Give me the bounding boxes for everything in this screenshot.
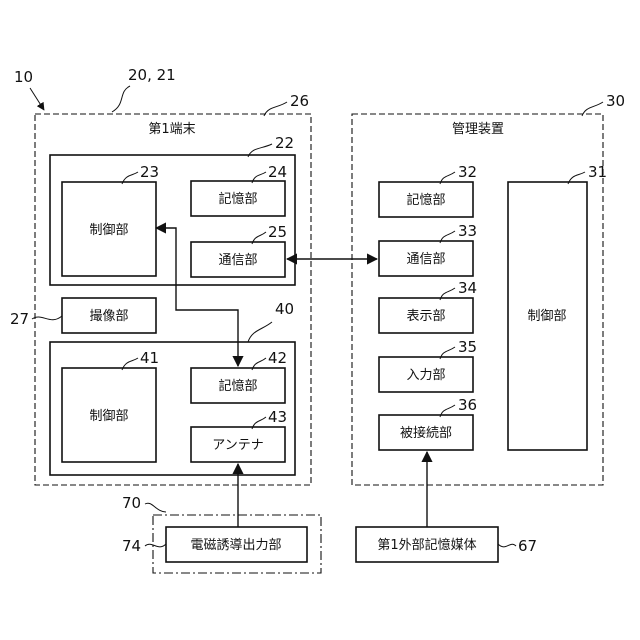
memory-unit-24: 記憶部 24	[191, 163, 287, 216]
svg-text:被接続部: 被接続部	[400, 425, 452, 441]
svg-text:制御部: 制御部	[527, 309, 566, 324]
connected-unit-36: 被接続部 36	[379, 396, 477, 450]
svg-text:32: 32	[458, 163, 477, 181]
comm-unit-25: 通信部 25	[191, 223, 287, 277]
em-induction-output-74: 電磁誘導出力部 74	[122, 527, 307, 562]
svg-text:通信部: 通信部	[406, 252, 445, 267]
svg-text:表示部: 表示部	[406, 309, 445, 324]
svg-text:41: 41	[140, 349, 159, 367]
svg-text:記憶部: 記憶部	[218, 191, 257, 207]
control-unit-31: 制御部 31	[508, 163, 607, 450]
svg-text:制御部: 制御部	[89, 223, 128, 238]
svg-text:第1端末: 第1端末	[148, 122, 195, 137]
svg-text:22: 22	[275, 134, 294, 152]
svg-text:30: 30	[606, 92, 625, 110]
system-ref: 10	[14, 68, 44, 110]
svg-text:入力部: 入力部	[406, 368, 445, 383]
svg-text:第1外部記憶媒体: 第1外部記憶媒体	[377, 537, 476, 553]
comm-unit-33: 通信部 33	[379, 222, 477, 276]
svg-text:74: 74	[122, 537, 141, 555]
control-unit-23: 制御部 23	[62, 163, 159, 276]
svg-text:23: 23	[140, 163, 159, 181]
svg-text:25: 25	[268, 223, 287, 241]
camera-unit-27: 撮像部 27	[10, 298, 156, 333]
control-unit-41: 制御部 41	[62, 349, 159, 462]
svg-text:34: 34	[458, 279, 477, 297]
svg-text:40: 40	[275, 300, 294, 318]
svg-text:24: 24	[268, 163, 287, 181]
svg-text:27: 27	[10, 310, 29, 328]
system-ref-20-21: 20, 21	[112, 66, 176, 112]
svg-text:67: 67	[518, 537, 537, 555]
svg-text:通信部: 通信部	[218, 253, 257, 268]
input-unit-35: 入力部 35	[379, 338, 477, 392]
memory-unit-32: 記憶部 32	[379, 163, 477, 217]
svg-text:20, 21: 20, 21	[128, 66, 176, 84]
svg-text:36: 36	[458, 396, 477, 414]
svg-text:35: 35	[458, 338, 477, 356]
svg-text:33: 33	[458, 222, 477, 240]
svg-text:電磁誘導出力部: 電磁誘導出力部	[190, 538, 281, 553]
svg-text:31: 31	[588, 163, 607, 181]
svg-text:撮像部: 撮像部	[89, 308, 128, 324]
display-unit-34: 表示部 34	[379, 279, 477, 333]
svg-text:10: 10	[14, 68, 33, 86]
svg-text:記憶部: 記憶部	[406, 192, 445, 208]
antenna-unit-43: アンテナ 43	[191, 408, 287, 462]
svg-text:70: 70	[122, 494, 141, 512]
external-storage-67: 第1外部記憶媒体 67	[356, 527, 537, 562]
svg-text:制御部: 制御部	[89, 409, 128, 424]
svg-text:43: 43	[268, 408, 287, 426]
svg-text:26: 26	[290, 92, 309, 110]
svg-text:42: 42	[268, 349, 287, 367]
memory-unit-42: 記憶部 42	[191, 349, 287, 403]
svg-text:アンテナ: アンテナ	[212, 438, 263, 453]
svg-text:記憶部: 記憶部	[218, 378, 257, 394]
svg-text:管理装置: 管理装置	[452, 122, 504, 137]
